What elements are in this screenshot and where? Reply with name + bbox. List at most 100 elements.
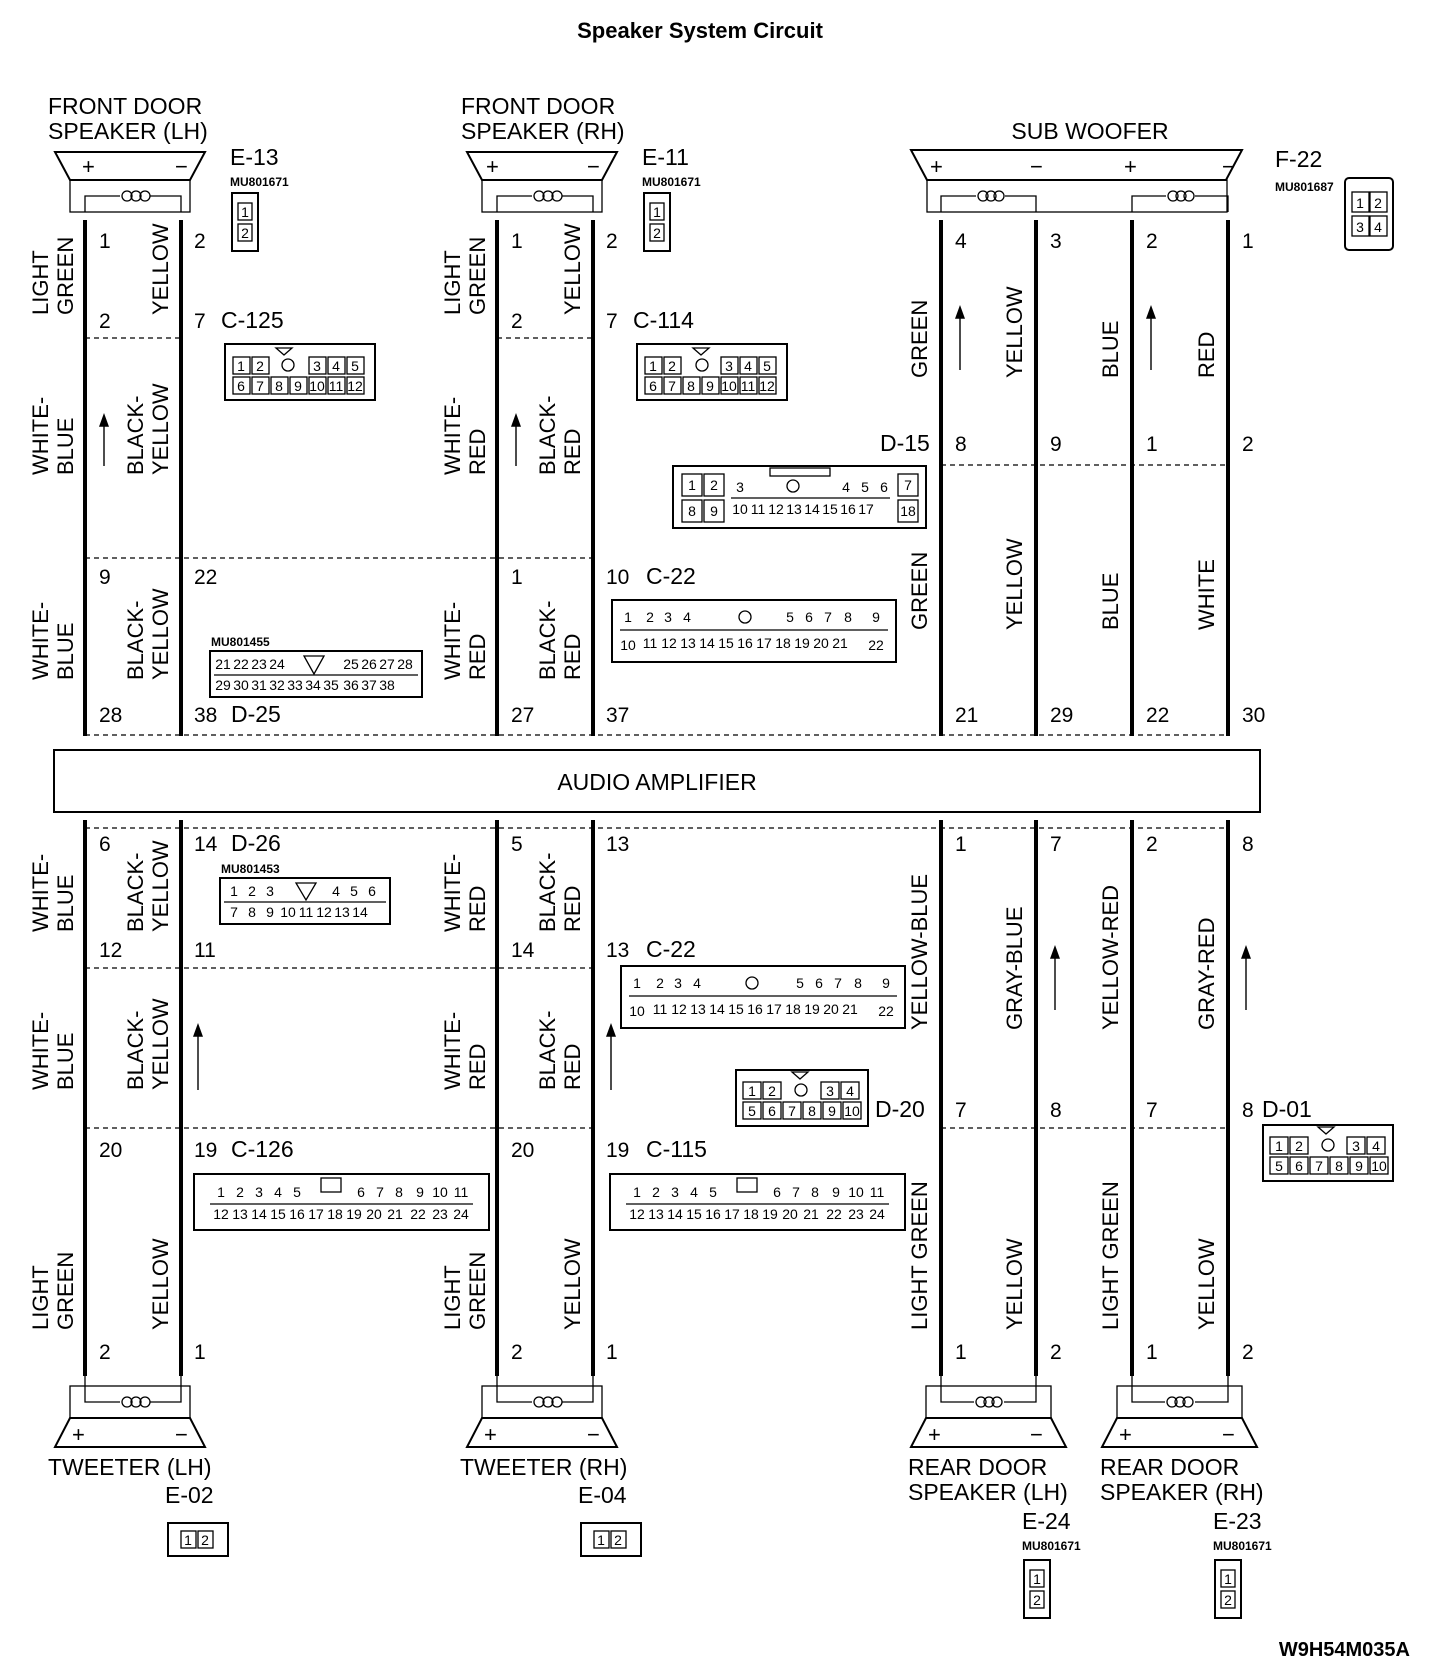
- svg-text:14: 14: [804, 501, 820, 517]
- svg-text:10: 10: [309, 378, 325, 394]
- svg-text:7: 7: [376, 1184, 384, 1200]
- diagram-title: Speaker System Circuit: [577, 18, 823, 43]
- svg-text:RED: RED: [1194, 332, 1219, 378]
- svg-text:BLACK-: BLACK-: [123, 601, 148, 680]
- svg-text:1: 1: [1275, 1138, 1283, 1154]
- svg-text:2: 2: [511, 1341, 523, 1364]
- svg-text:4: 4: [274, 1184, 282, 1200]
- svg-text:+: +: [72, 1422, 85, 1447]
- svg-text:16: 16: [747, 1001, 763, 1017]
- svg-text:37: 37: [606, 704, 629, 727]
- svg-text:9: 9: [416, 1184, 424, 1200]
- svg-text:2: 2: [1050, 1341, 1062, 1364]
- svg-text:4: 4: [693, 975, 701, 991]
- svg-text:RED: RED: [560, 886, 585, 932]
- svg-text:8: 8: [1242, 833, 1254, 856]
- pin-numbers: 1 2 2 7 9 22 28 38 1 2 2 7 1 10 27 37 4 …: [99, 230, 1265, 1364]
- svg-text:3: 3: [1050, 230, 1062, 253]
- svg-text:14: 14: [251, 1206, 267, 1222]
- svg-text:1: 1: [653, 204, 661, 220]
- front-door-speaker-lh: FRONT DOOR SPEAKER (LH) + − E-13 MU80167…: [48, 93, 289, 252]
- svg-text:5: 5: [709, 1184, 717, 1200]
- svg-text:12: 12: [759, 378, 775, 394]
- svg-text:3: 3: [725, 358, 733, 374]
- svg-text:3: 3: [255, 1184, 263, 1200]
- svg-text:6: 6: [805, 609, 813, 625]
- svg-text:13: 13: [606, 939, 629, 962]
- svg-text:4: 4: [1372, 1138, 1380, 1154]
- svg-text:26: 26: [361, 656, 377, 672]
- svg-text:31: 31: [251, 677, 267, 693]
- speaker-icon: [909, 149, 1244, 181]
- svg-text:6: 6: [815, 975, 823, 991]
- svg-text:BLACK-: BLACK-: [123, 1011, 148, 1090]
- svg-text:15: 15: [822, 501, 838, 517]
- svg-text:18: 18: [327, 1206, 343, 1222]
- svg-text:11: 11: [741, 378, 756, 394]
- svg-text:29: 29: [215, 677, 231, 693]
- svg-text:YELLOW: YELLOW: [148, 588, 173, 680]
- svg-text:WHITE-: WHITE-: [28, 397, 53, 475]
- svg-text:13: 13: [606, 833, 629, 856]
- svg-text:11: 11: [194, 939, 216, 962]
- svg-text:1: 1: [955, 833, 967, 856]
- svg-text:RED: RED: [465, 886, 490, 932]
- svg-text:E-04: E-04: [578, 1482, 627, 1508]
- svg-text:RED: RED: [465, 429, 490, 475]
- svg-text:38: 38: [379, 677, 395, 693]
- svg-text:C-22: C-22: [646, 936, 696, 962]
- svg-text:10: 10: [1371, 1158, 1387, 1174]
- svg-text:6: 6: [773, 1184, 781, 1200]
- svg-text:11: 11: [751, 501, 766, 517]
- connector-icon: 1 2 3 4 5 6 7 8 9 10: [1262, 1124, 1394, 1182]
- svg-text:7: 7: [824, 609, 832, 625]
- svg-text:GREEN: GREEN: [465, 237, 490, 315]
- svg-text:8: 8: [955, 433, 967, 456]
- svg-text:GREEN: GREEN: [465, 1252, 490, 1330]
- svg-text:2: 2: [653, 225, 661, 241]
- svg-text:11: 11: [329, 378, 344, 394]
- svg-text:4: 4: [1374, 219, 1382, 235]
- wires: [83, 220, 1230, 1376]
- svg-text:3: 3: [313, 358, 321, 374]
- svg-text:1: 1: [511, 230, 523, 253]
- svg-text:YELLOW-RED: YELLOW-RED: [1098, 885, 1123, 1030]
- svg-text:−: −: [587, 1422, 600, 1447]
- svg-text:13: 13: [786, 501, 802, 517]
- svg-text:4: 4: [842, 479, 850, 495]
- svg-text:YELLOW: YELLOW: [1002, 1238, 1027, 1330]
- svg-text:SPEAKER (RH): SPEAKER (RH): [1100, 1479, 1264, 1505]
- svg-text:15: 15: [686, 1206, 702, 1222]
- svg-text:2: 2: [768, 1083, 776, 1099]
- svg-text:19: 19: [606, 1139, 629, 1162]
- svg-text:4: 4: [332, 358, 340, 374]
- svg-text:4: 4: [683, 609, 691, 625]
- svg-text:10: 10: [629, 1003, 645, 1019]
- svg-text:7: 7: [792, 1184, 800, 1200]
- svg-text:4: 4: [955, 230, 967, 253]
- svg-text:2: 2: [248, 883, 256, 899]
- svg-text:C-125: C-125: [221, 307, 284, 333]
- svg-text:18: 18: [775, 635, 791, 651]
- svg-text:29: 29: [1050, 704, 1073, 727]
- svg-text:C-115: C-115: [646, 1136, 707, 1162]
- svg-text:34: 34: [305, 677, 321, 693]
- svg-text:1: 1: [237, 358, 245, 374]
- svg-text:E-11: E-11: [642, 144, 689, 170]
- svg-text:8: 8: [844, 609, 852, 625]
- arrow-up-icon: [99, 304, 1251, 1090]
- svg-text:18: 18: [785, 1001, 801, 1017]
- speaker-icon: [465, 1417, 619, 1448]
- svg-text:6: 6: [237, 378, 245, 394]
- svg-text:10: 10: [620, 637, 636, 653]
- svg-text:2: 2: [194, 230, 206, 253]
- svg-text:1: 1: [1033, 1571, 1041, 1587]
- svg-text:28: 28: [99, 704, 122, 727]
- svg-text:1: 1: [688, 477, 696, 493]
- svg-text:17: 17: [858, 501, 874, 517]
- svg-text:BLUE: BLUE: [53, 418, 78, 475]
- svg-text:1: 1: [955, 1341, 967, 1364]
